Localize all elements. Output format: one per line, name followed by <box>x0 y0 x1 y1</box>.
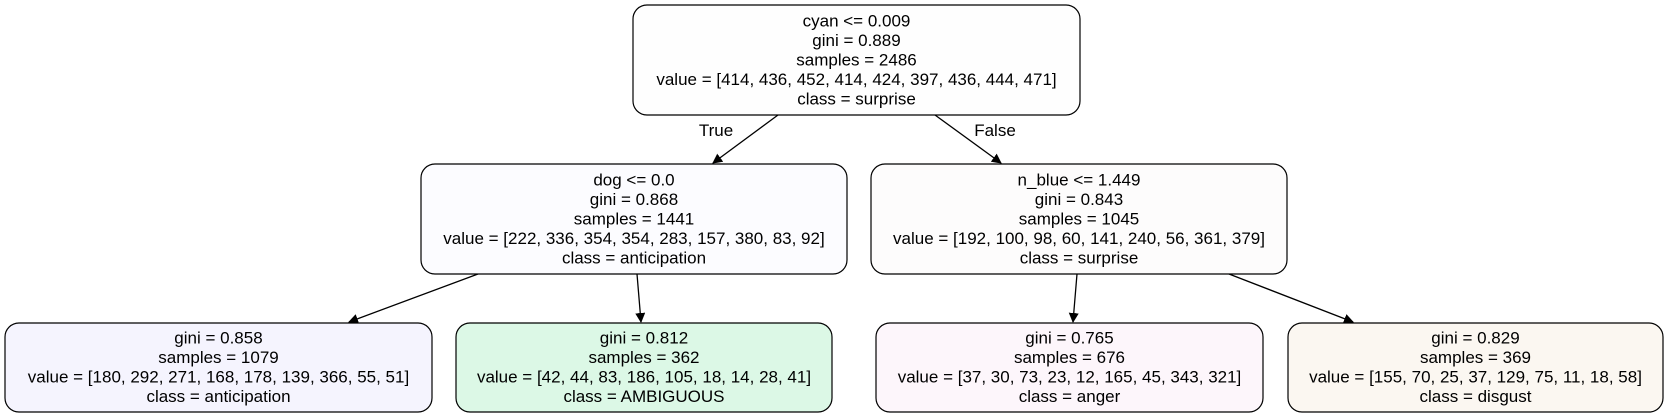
node-line: gini = 0.858 <box>174 329 262 348</box>
node-line: value = [414, 436, 452, 414, 424, 397, 4… <box>656 70 1056 89</box>
edge-right-rr <box>1228 273 1354 324</box>
node-line: class = surprise <box>797 89 916 108</box>
edge-root-left <box>712 114 779 164</box>
node-line: value = [155, 70, 25, 37, 129, 75, 11, 1… <box>1309 368 1642 387</box>
node-line: class = anticipation <box>146 387 290 406</box>
node-line: class = anger <box>1019 387 1121 406</box>
node-line: class = surprise <box>1020 248 1139 267</box>
edge-left-lr <box>635 273 646 323</box>
node-line: samples = 676 <box>1014 348 1125 367</box>
node-line: gini = 0.765 <box>1025 329 1113 348</box>
node-line: value = [192, 100, 98, 60, 141, 240, 56,… <box>893 229 1265 248</box>
edge-right-rl <box>1068 273 1079 323</box>
node-line: value = [180, 292, 271, 168, 178, 139, 3… <box>28 368 409 387</box>
edge-left-ll <box>348 273 479 324</box>
edge-label-false: False <box>974 121 1016 140</box>
node-line: gini = 0.829 <box>1431 329 1519 348</box>
node-line: gini = 0.812 <box>600 329 688 348</box>
node-box <box>1287 322 1664 413</box>
node-line: samples = 369 <box>1420 348 1531 367</box>
node-line: cyan <= 0.009 <box>803 11 911 30</box>
node-line: samples = 362 <box>588 348 699 367</box>
node-box <box>632 4 1081 116</box>
node-line: value = [37, 30, 73, 23, 12, 165, 45, 34… <box>898 368 1242 387</box>
node-box <box>420 163 848 275</box>
node-line: gini = 0.868 <box>590 190 678 209</box>
node-box <box>875 322 1264 413</box>
node-box <box>870 163 1288 275</box>
node-line: gini = 0.889 <box>812 31 900 50</box>
node-box <box>455 322 833 413</box>
node-box <box>4 322 433 413</box>
edge-root-right <box>934 114 1002 164</box>
node-line: class = anticipation <box>562 248 706 267</box>
node-line: samples = 1045 <box>1019 209 1140 228</box>
node-line: value = [42, 44, 83, 186, 105, 18, 14, 2… <box>477 368 811 387</box>
node-line: gini = 0.843 <box>1035 190 1123 209</box>
node-line: samples = 1441 <box>574 209 695 228</box>
node-line: dog <= 0.0 <box>593 170 674 189</box>
node-line: value = [222, 336, 354, 354, 283, 157, 3… <box>443 229 824 248</box>
edge-label-true: True <box>699 121 733 140</box>
edges-layer: True False <box>348 114 1354 324</box>
node-line: class = AMBIGUOUS <box>563 387 724 406</box>
node-line: class = disgust <box>1420 387 1532 406</box>
node-line: n_blue <= 1.449 <box>1018 170 1141 189</box>
node-line: samples = 1079 <box>158 348 279 367</box>
node-line: samples = 2486 <box>796 50 917 69</box>
